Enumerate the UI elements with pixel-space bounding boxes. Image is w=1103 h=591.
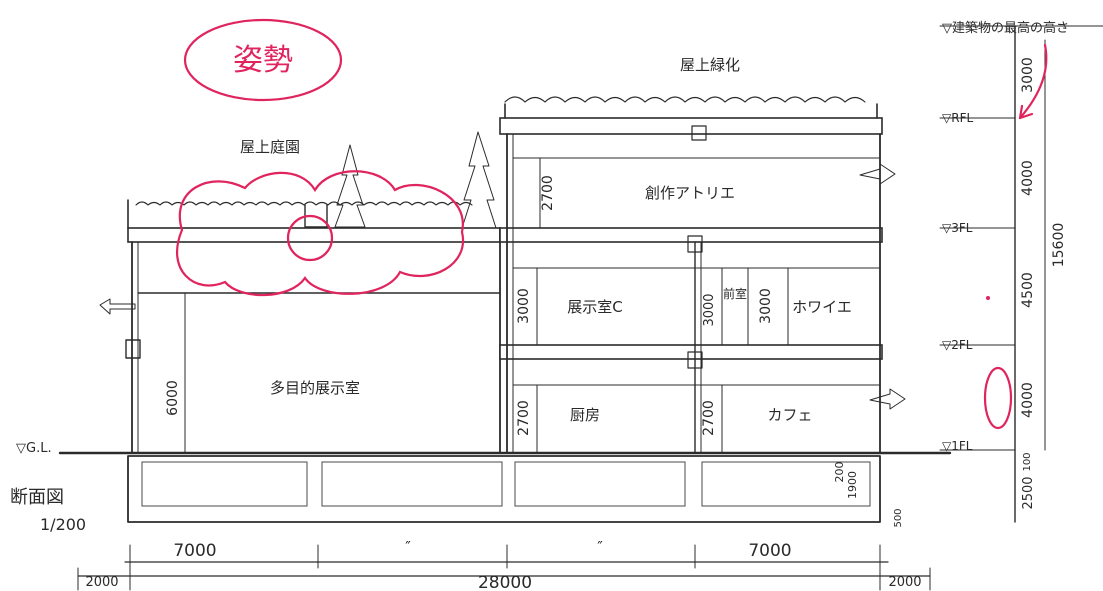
- room-label-cafe: カフェ: [767, 406, 812, 424]
- level-label-2fl: ▽2FL: [942, 338, 973, 352]
- foundation-pit-4: [701, 461, 871, 507]
- rfl-beam: [691, 125, 707, 141]
- ground-and-foundation: [58, 451, 952, 523]
- low-roof-slab: [127, 227, 501, 243]
- room-label-anteroom: 前室: [723, 286, 747, 301]
- 3fl-slab: [499, 227, 883, 243]
- dim-bay-3: ″: [597, 538, 603, 556]
- dim-height-anteroom: 3000: [702, 293, 717, 326]
- foundation-pit-3: [514, 461, 686, 507]
- drawing-scale: 1/200: [40, 515, 86, 534]
- room-height-dims: 2700 3000 3000 3000 6000 2700 2700: [165, 175, 774, 436]
- tall-building: [499, 96, 906, 454]
- room-label-foyer: ホワイエ: [792, 298, 852, 316]
- low-window-left: [125, 339, 141, 359]
- dim-height-foyer: 3000: [758, 288, 774, 324]
- low-building: [99, 131, 501, 454]
- level-label-gl: ▽G.L.: [16, 441, 52, 456]
- level-label-3fl: ▽3FL: [942, 221, 973, 235]
- drawing-title: 断面図: [10, 487, 64, 508]
- correction-dot: [986, 296, 990, 300]
- roof-green-planting: [504, 96, 866, 103]
- dim-bay-2: ″: [405, 538, 411, 556]
- correction-cloud: [176, 170, 465, 297]
- dim-floor-3: 4000: [1020, 160, 1036, 196]
- dim-height-kitchen: 2700: [516, 400, 532, 436]
- foundation-pit-2: [321, 461, 503, 507]
- dim-foundation-depth: 2500: [1021, 476, 1036, 509]
- roof-garden-planting: [135, 201, 473, 206]
- room-label-roof-garden: 屋上庭園: [240, 138, 300, 156]
- dim-height-multipurpose: 6000: [165, 380, 181, 416]
- level-label-max: ▽建築物の最高の高さ: [942, 20, 1069, 36]
- dim-gl-gap: 100: [1022, 452, 1033, 471]
- dim-height-exhibition-c: 3000: [516, 288, 532, 324]
- title-block: 断面図 1/200: [10, 487, 86, 534]
- dim-foundation-c: 500: [893, 508, 904, 527]
- dim-foundation-b: 1900: [846, 471, 859, 499]
- level-label-rfl: ▽RFL: [942, 111, 973, 125]
- stamp-circle: [183, 18, 343, 102]
- correction-marks: 姿勢: [176, 18, 1048, 430]
- tree-icon: [334, 144, 366, 228]
- room-label-roof-green: 屋上緑化: [680, 56, 740, 74]
- dim-bay-4: 7000: [748, 541, 791, 561]
- dim-right-setback: 2000: [888, 575, 921, 590]
- rfl-slab: [499, 117, 883, 135]
- dim-floor-rfl: 3000: [1020, 57, 1036, 93]
- ventilation-arrow-icon: [869, 388, 906, 410]
- room-labels: 屋上緑化 屋上庭園 創作アトリエ 展示室C 前室 ホワイエ 多目的展示室 厨房 …: [240, 56, 852, 424]
- foundation-pit-1: [141, 461, 308, 507]
- foundation-outline: [127, 455, 881, 523]
- dim-total-height: 15600: [1051, 223, 1067, 268]
- foundation-dims: 200 1900 500: [833, 462, 904, 528]
- dim-total-span: 28000: [478, 573, 532, 591]
- dim-height-cafe: 2700: [701, 400, 717, 436]
- level-label-1fl: ▽1FL: [942, 439, 973, 453]
- dim-floor-1: 4000: [1020, 382, 1036, 418]
- correction-arrow: [1018, 43, 1048, 120]
- dim-height-atelier: 2700: [540, 175, 556, 211]
- ventilation-arrow-icon: [99, 298, 136, 315]
- room-label-exhibition-c: 展示室C: [567, 298, 622, 316]
- correction-dim-circle: [983, 366, 1013, 430]
- dim-bay-1: 7000: [173, 541, 216, 561]
- correction-circle: [286, 214, 334, 262]
- room-label-multipurpose: 多目的展示室: [270, 379, 360, 397]
- ventilation-arrow-icon: [859, 163, 896, 185]
- correction-arrow-head-icon: [1018, 104, 1034, 120]
- level-markers: ▽建築物の最高の高さ ▽RFL ▽3FL ▽2FL ▽1FL ▽G.L. 300…: [16, 20, 1103, 523]
- span-dims: 7000 ″ ″ 7000 2000 28000 2000: [77, 538, 931, 591]
- correction-stamp: 姿勢: [233, 43, 293, 78]
- tree-icon: [461, 131, 497, 229]
- dim-left-setback: 2000: [85, 575, 118, 590]
- dim-foundation-a: 200: [833, 462, 846, 483]
- room-label-kitchen: 厨房: [570, 406, 600, 424]
- dim-floor-2: 4500: [1020, 272, 1036, 308]
- room-label-atelier: 創作アトリエ: [645, 184, 735, 202]
